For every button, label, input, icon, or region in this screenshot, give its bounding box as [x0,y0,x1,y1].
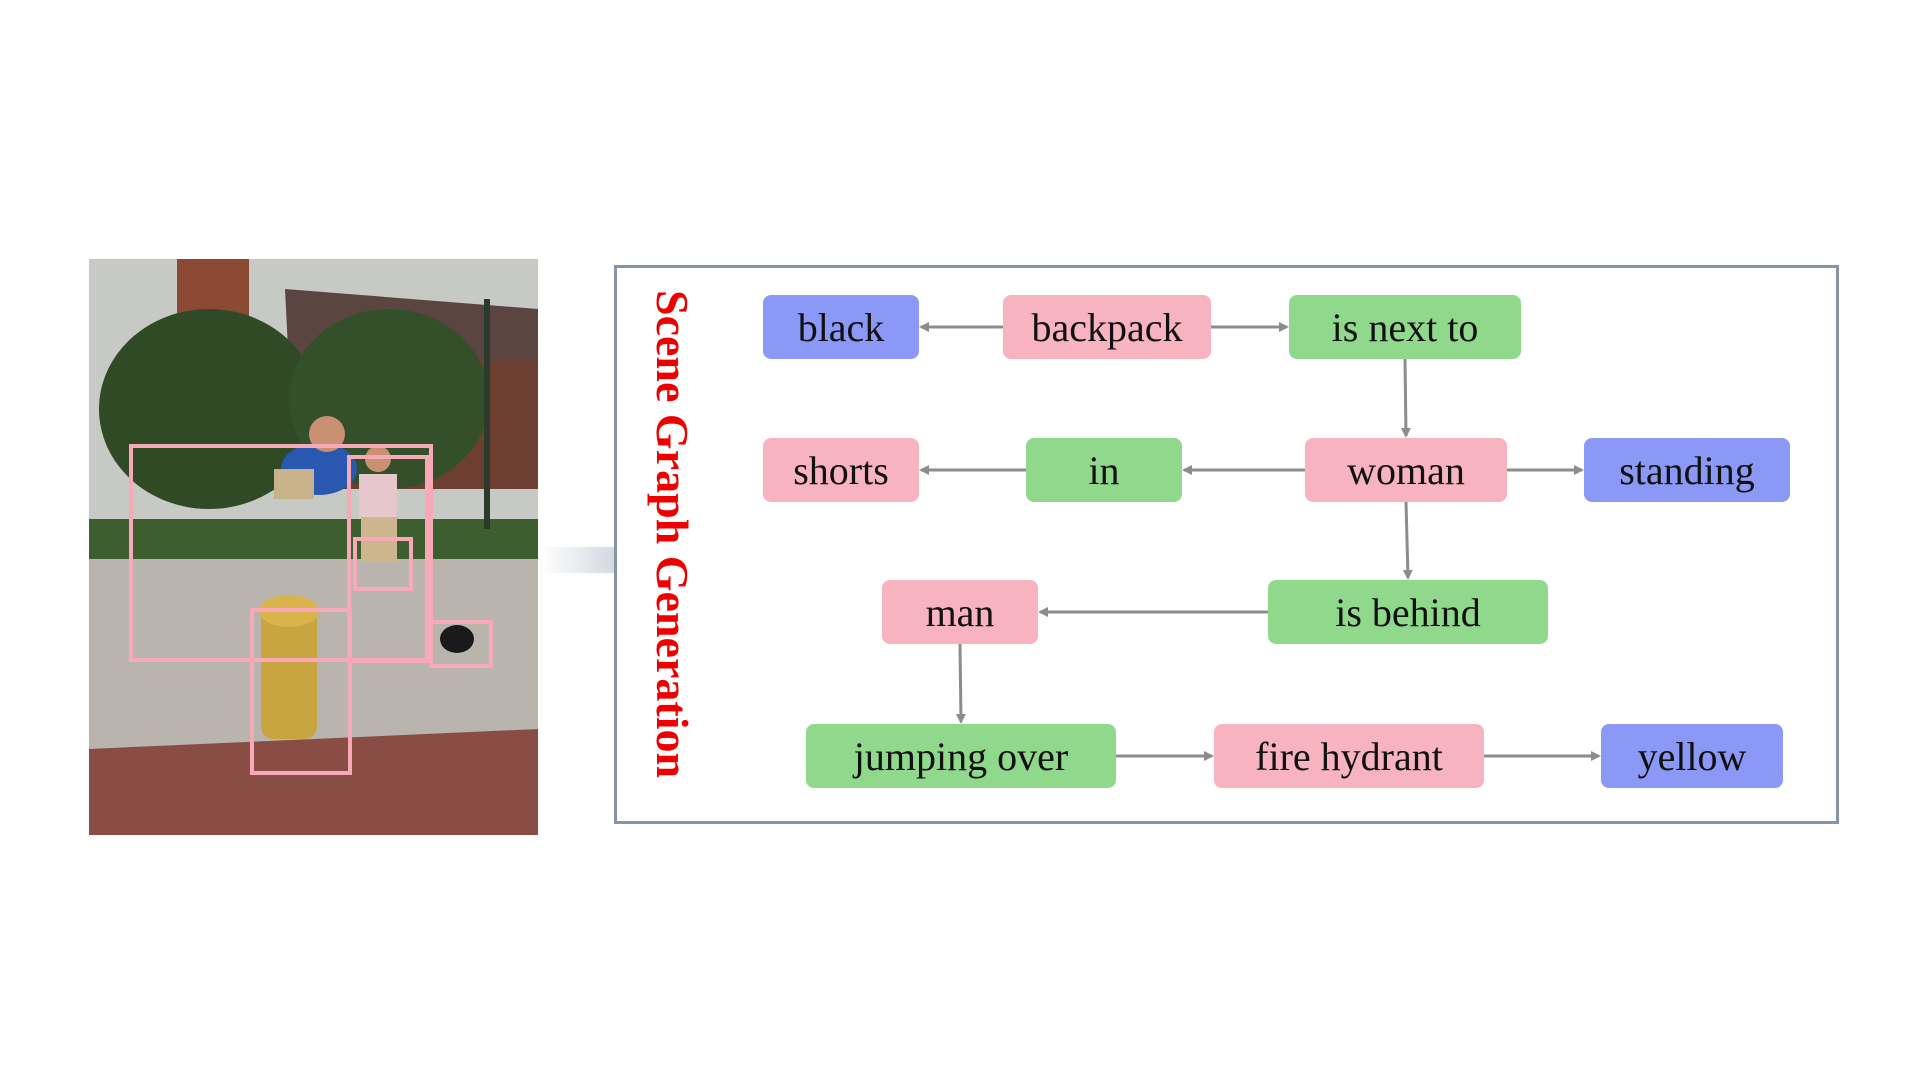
edge-is-next-to-to-woman [1400,358,1411,438]
node-standing: standing [1584,438,1790,502]
node-man: man [882,580,1038,644]
brick-pavement [89,729,538,835]
node-shorts: shorts [763,438,919,502]
bbox-fire-hydrant [250,608,352,775]
node-is-next-to: is next to [1289,295,1521,359]
bbox-backpack [429,620,493,668]
node-backpack: backpack [1003,295,1211,359]
bounding-boxes [129,444,493,775]
edge-man-to-jumping-over [955,643,966,724]
node-black: black [763,295,919,359]
node-jumping-over: jumping over [806,724,1116,788]
node-in: in [1026,438,1182,502]
node-is-behind: is behind [1268,580,1548,644]
scene-photo [89,259,538,835]
hydrant-body [261,609,317,739]
node-woman: woman [1305,438,1507,502]
bbox-man [129,444,433,662]
woman-shirt [359,474,397,519]
node-yellow: yellow [1601,724,1783,788]
backpack-shape [440,625,474,653]
bbox-shorts [353,537,413,591]
man-shorts [274,469,314,499]
panel-title: Scene Graph Generation [647,290,698,779]
man-head [309,416,345,452]
tree-left [99,309,319,509]
edge-woman-to-is-behind [1402,501,1413,580]
scene-photo-illustration [89,259,538,835]
node-fire-hydrant: fire hydrant [1214,724,1484,788]
lamp-post [484,299,490,529]
bbox-woman [347,455,429,663]
